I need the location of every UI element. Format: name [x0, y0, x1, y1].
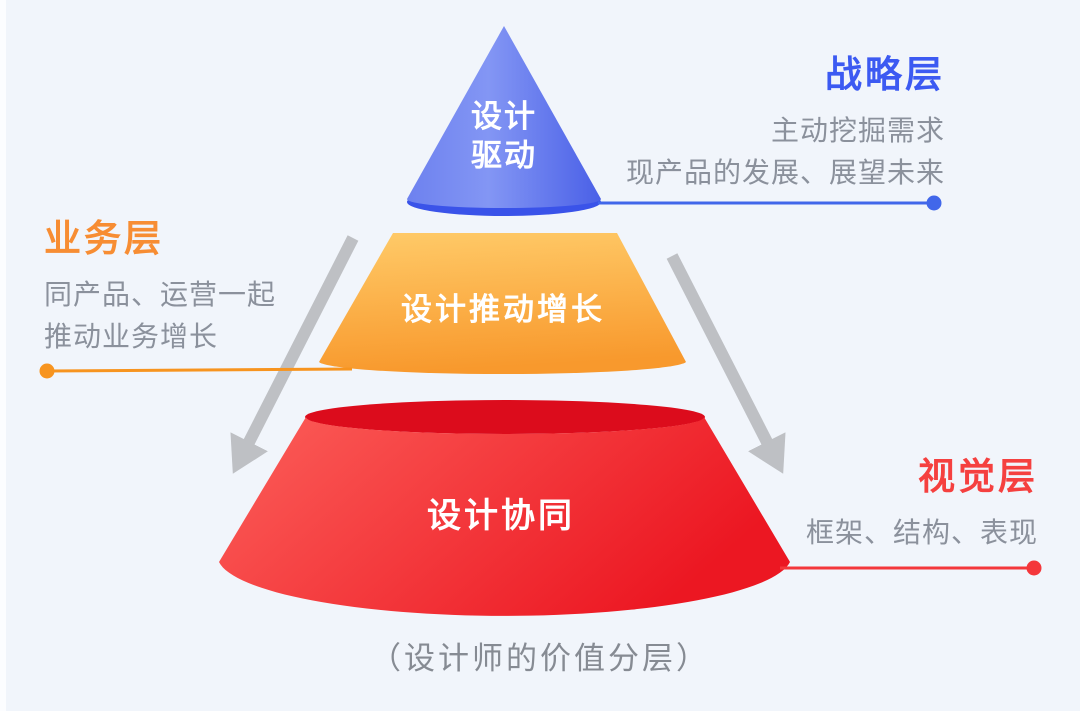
visual-connector-dot — [1026, 560, 1042, 576]
business-connector-line — [46, 367, 353, 373]
left-down-arrow — [230, 235, 359, 474]
pyramid-level-top-cone — [407, 26, 601, 208]
business-line-2: 推动业务增长 — [44, 321, 219, 352]
bowl-opening-ellipse — [305, 400, 705, 434]
right-down-arrow — [666, 253, 786, 474]
pyramid-level-bottom-bowl — [219, 417, 790, 616]
visual-title: 视觉层 — [918, 456, 1038, 497]
top-layer-label: 设计 驱动 — [471, 99, 537, 173]
left-edge-strip — [0, 0, 6, 711]
business-connector-dot — [39, 363, 55, 379]
strategy-annotation: 战略层 主动挖掘需求 现产品的发展、展望未来 — [626, 44, 945, 194]
strategy-connector-dot — [926, 195, 942, 211]
strategy-line-2: 现产品的发展、展望未来 — [625, 157, 945, 188]
visual-line-1: 框架、结构、表现 — [805, 517, 1038, 548]
visual-annotation: 视觉层 框架、结构、表现 — [806, 446, 1038, 554]
bottom-layer-label: 设计协同 — [427, 497, 575, 535]
business-annotation: 业务层 同产品、运营一起 推动业务增长 — [44, 208, 276, 358]
pyramid-level-middle-frustum — [319, 233, 686, 375]
middle-layer-label: 设计推动增长 — [401, 292, 605, 327]
business-line-1: 同产品、运营一起 — [44, 279, 277, 310]
strategy-line-1: 主动挖掘需求 — [770, 115, 945, 146]
business-title: 业务层 — [44, 218, 164, 259]
strategy-title: 战略层 — [825, 54, 945, 95]
diagram-caption: （设计师的价值分层） — [370, 641, 710, 676]
